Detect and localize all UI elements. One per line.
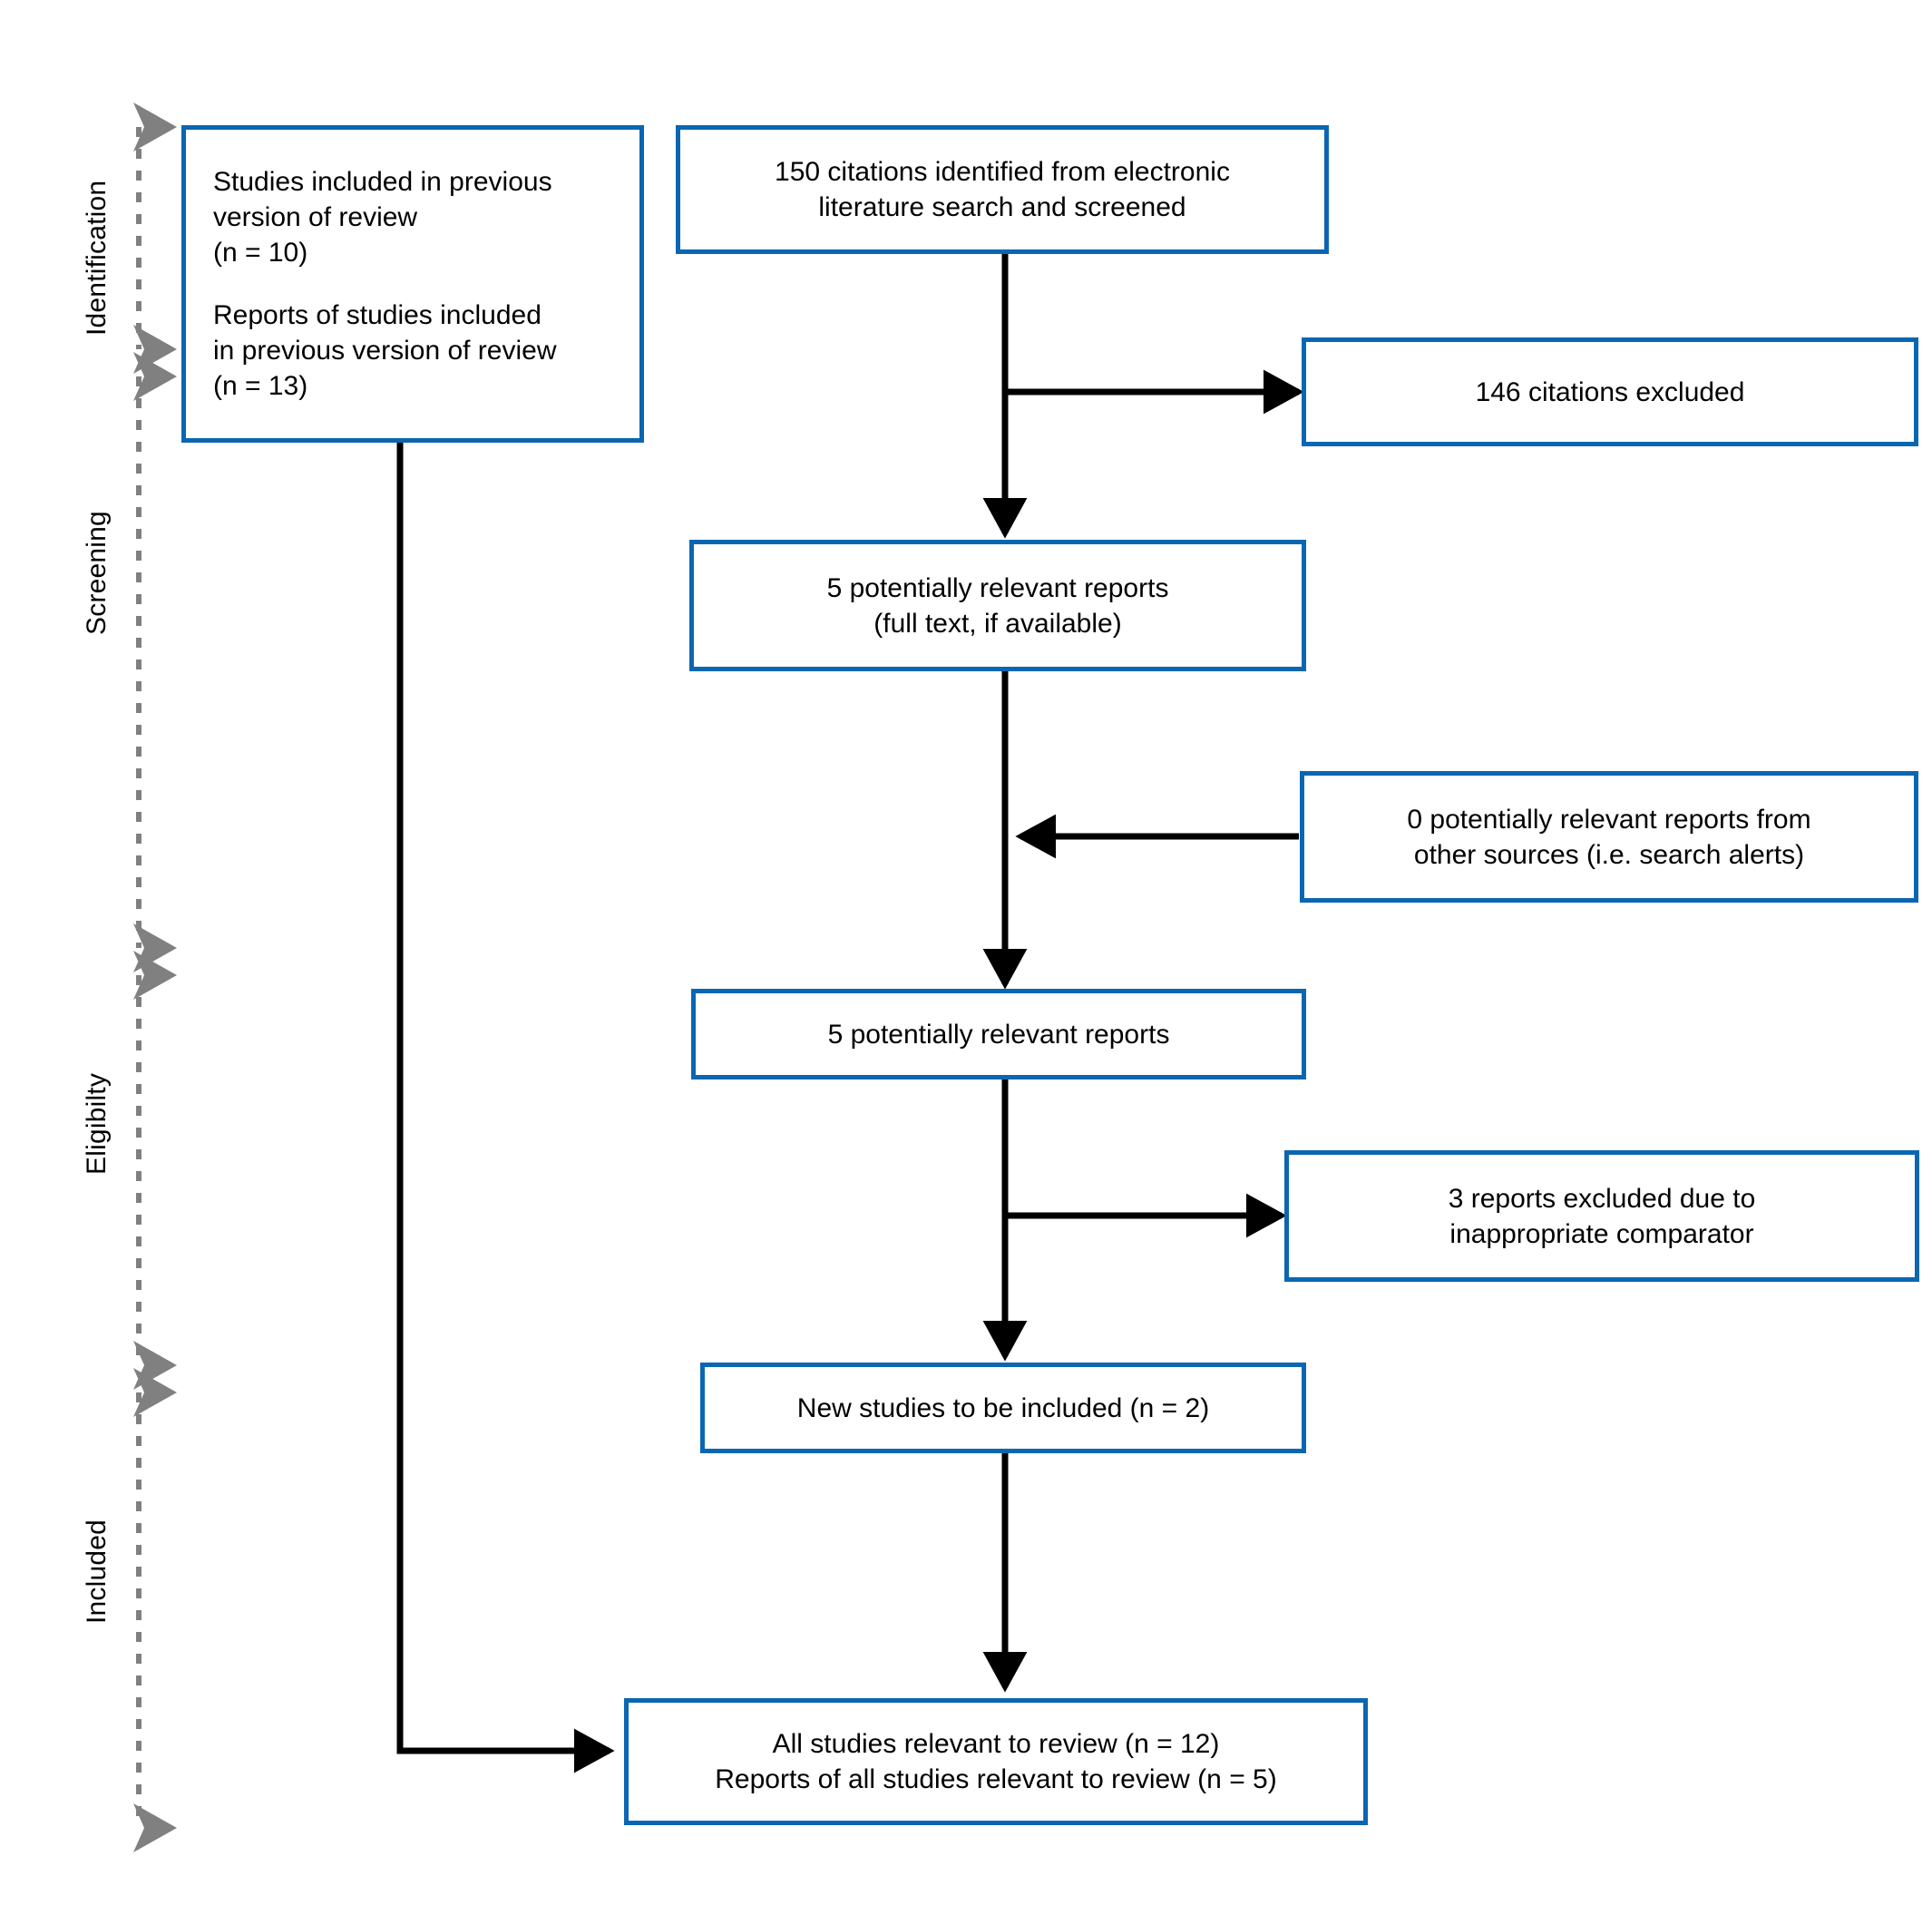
box-other-sources-text: 0 potentially relevant reports from othe… xyxy=(1407,804,1811,870)
box-potentially-relevant-fulltext: 5 potentially relevant reports (full tex… xyxy=(689,540,1306,671)
box-citations-excluded-text: 146 citations excluded xyxy=(1475,376,1745,407)
box-potentially-relevant: 5 potentially relevant reports xyxy=(691,989,1306,1080)
stage-label-screening: Screening xyxy=(82,511,112,635)
box-reports-excluded-text: 3 reports excluded due to inappropriate … xyxy=(1448,1183,1756,1249)
box-other-sources: 0 potentially relevant reports from othe… xyxy=(1300,771,1918,903)
box-new-studies: New studies to be included (n = 2) xyxy=(700,1363,1306,1453)
box-previous-version: Studies included in previous version of … xyxy=(181,125,644,443)
box-citations-identified-text: 150 citations identified from electronic… xyxy=(775,157,1230,222)
stage-label-identification: Identification xyxy=(82,180,112,336)
stage-label-eligibility: Eligibilty xyxy=(82,1072,112,1175)
box-reports-excluded: 3 reports excluded due to inappropriate … xyxy=(1284,1150,1919,1282)
box-previous-version-text: Studies included in previous version of … xyxy=(186,164,639,404)
box-citations-identified: 150 citations identified from electronic… xyxy=(676,125,1329,254)
wire-previous-to-all xyxy=(396,443,615,1773)
text-gap xyxy=(213,270,639,298)
box-potentially-relevant-text: 5 potentially relevant reports xyxy=(827,1019,1170,1050)
box-all-studies-text: All studies relevant to review (n = 12) … xyxy=(715,1729,1277,1794)
box-all-studies: All studies relevant to review (n = 12) … xyxy=(624,1698,1368,1825)
stage-label-included: Included xyxy=(82,1519,112,1624)
box-potentially-relevant-fulltext-text: 5 potentially relevant reports (full tex… xyxy=(826,572,1169,639)
box-new-studies-text: New studies to be included (n = 2) xyxy=(796,1392,1210,1423)
box-citations-excluded: 146 citations excluded xyxy=(1302,337,1918,446)
